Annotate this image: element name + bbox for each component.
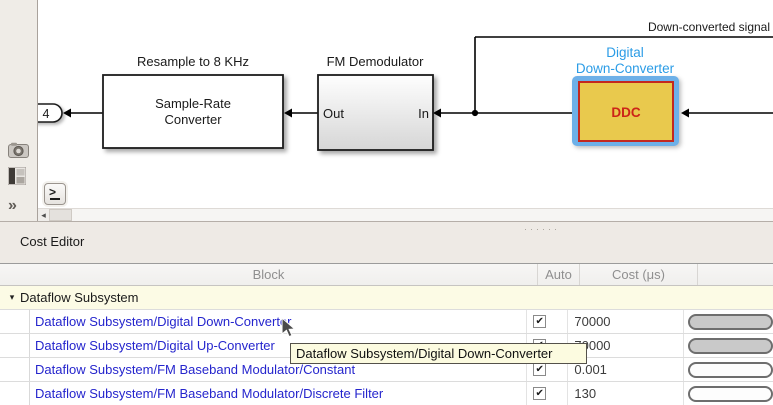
prompt-underscore xyxy=(50,198,60,200)
canvas-palette-sidebar: » xyxy=(0,0,38,221)
auto-checkbox[interactable]: ✔ xyxy=(533,363,547,376)
cost-value[interactable]: 130 xyxy=(568,382,684,405)
src-block-caption: Resample to 8 KHz xyxy=(137,54,249,69)
table-row-group[interactable]: ▾ Dataflow Subsystem xyxy=(0,286,773,310)
expand-palette-chevrons-icon[interactable]: » xyxy=(8,197,17,214)
group-row-label: Dataflow Subsystem xyxy=(20,290,139,305)
column-header-block[interactable]: Block xyxy=(0,264,538,285)
table-header-row: Block Auto Cost (μs) xyxy=(0,264,773,286)
panel-resize-grip[interactable]: ······ xyxy=(524,224,560,234)
hidden-content-prompt-button[interactable]: > xyxy=(44,183,66,205)
block-link[interactable]: Dataflow Subsystem/FM Baseband Modulator… xyxy=(0,382,528,405)
ddc-caption-line2: Down-Converter xyxy=(576,61,675,76)
table-row: Dataflow Subsystem/FM Baseband Modulator… xyxy=(0,358,773,382)
column-header-bar xyxy=(698,264,773,285)
wire-junction-dot xyxy=(471,109,479,117)
scrollbar-left-arrow-icon[interactable]: ◂ xyxy=(38,209,49,221)
table-row: Dataflow Subsystem/FM Baseband Modulator… xyxy=(0,382,773,405)
cost-value[interactable]: 0.001 xyxy=(568,358,684,381)
collapse-triangle-icon[interactable]: ▾ xyxy=(9,292,15,302)
mouse-cursor-icon xyxy=(281,317,296,338)
auto-checkbox[interactable]: ✔ xyxy=(533,387,547,400)
wire-arrowheads xyxy=(63,108,689,118)
legend-palette-icon[interactable] xyxy=(8,167,26,185)
column-header-cost[interactable]: Cost (μs) xyxy=(580,264,698,285)
cost-editor-table: Block Auto Cost (μs) ▾ Dataflow Subsyste… xyxy=(0,263,773,405)
cost-slider-pill[interactable] xyxy=(688,361,773,378)
column-header-auto[interactable]: Auto xyxy=(538,264,580,285)
svg-text:Converter: Converter xyxy=(164,112,222,127)
svg-text:4: 4 xyxy=(43,107,50,121)
cost-slider-pill[interactable] xyxy=(688,385,773,402)
ddc-block[interactable]: DDC xyxy=(572,76,679,146)
prompt-icon: > xyxy=(49,185,57,199)
ddc-caption-line1: Digital xyxy=(606,45,644,60)
auto-checkbox[interactable]: ✔ xyxy=(533,315,547,328)
fm-in-port-label: In xyxy=(418,106,429,121)
block-path-tooltip: Dataflow Subsystem/Digital Down-Converte… xyxy=(290,343,587,364)
canvas-horizontal-scrollbar[interactable]: ◂ xyxy=(38,208,773,221)
panel-title: Cost Editor xyxy=(20,234,85,249)
cost-slider-pill[interactable] xyxy=(688,313,773,330)
signal-wires[interactable] xyxy=(70,36,773,114)
fm-block-caption: FM Demodulator xyxy=(327,54,424,69)
cost-slider-pill[interactable] xyxy=(688,337,773,354)
svg-text:Sample-Rate: Sample-Rate xyxy=(155,96,231,111)
table-row: Dataflow Subsystem/Digital Down-Converte… xyxy=(0,310,773,334)
fm-demodulator-block[interactable]: Out In xyxy=(317,74,434,151)
model-canvas[interactable]: Down-converted signal 4 Resample to 8 KH… xyxy=(0,0,773,222)
fm-out-port-label: Out xyxy=(323,106,344,121)
sample-rate-converter-block[interactable]: Sample-Rate Converter xyxy=(102,74,284,149)
cost-editor-panel-header: ······ Cost Editor xyxy=(0,222,773,263)
screenshot-camera-icon[interactable] xyxy=(8,142,29,158)
block-diagram: Down-converted signal 4 Resample to 8 KH… xyxy=(25,20,773,151)
signal-name-label[interactable]: Down-converted signal xyxy=(648,20,770,34)
cost-value[interactable]: 70000 xyxy=(568,310,684,333)
svg-text:DDC: DDC xyxy=(611,105,640,120)
block-link[interactable]: Dataflow Subsystem/Digital Down-Converte… xyxy=(0,310,528,333)
scrollbar-thumb[interactable] xyxy=(49,209,72,221)
